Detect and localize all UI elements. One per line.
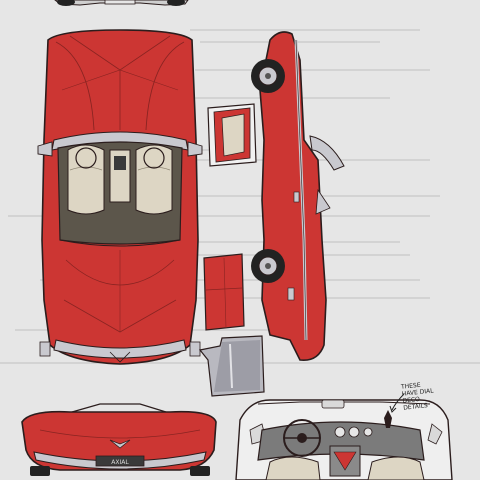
interior-view [235,393,453,480]
steering-wheel [75,147,97,169]
dial-gauge [334,426,346,438]
detail-chrome-panel [198,335,265,397]
rear-wheel [251,249,285,283]
interior-seat-right [367,456,425,480]
left-seat [67,144,105,215]
side-view [251,31,345,362]
detail-door-panel [203,253,245,331]
emblem-icon [109,439,131,449]
front-windshield [71,403,167,413]
front-view: AXIAL [21,403,217,476]
annotation-arrow [391,393,405,411]
side-windshield [309,135,345,171]
right-seat [135,144,173,215]
top-cropped-view [54,0,189,6]
license-plate-text: AXIAL [111,459,129,466]
front-wheel [251,59,285,93]
front-bumper [33,451,207,470]
rear-bumper [53,339,187,359]
interior-seat-left [265,456,321,480]
license-plate [95,455,145,467]
top-view [37,29,203,365]
detail-panels [198,103,265,397]
detail-seat-panel [207,103,257,167]
